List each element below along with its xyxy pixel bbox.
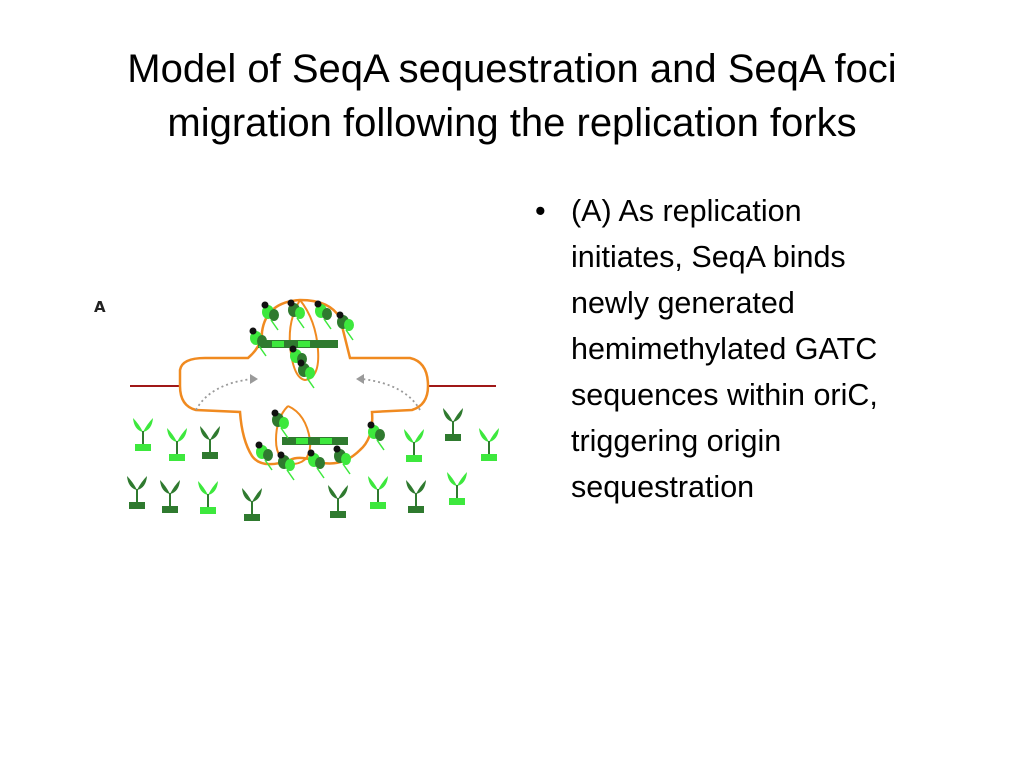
seqa-molecule-icon (479, 428, 499, 461)
seqa-molecule-icon (404, 429, 424, 462)
seqa-molecule-icon (328, 485, 348, 518)
seqa-bound-icon (368, 422, 386, 451)
seqa-molecule-icon (443, 408, 463, 441)
seqa-bound-icon (278, 452, 296, 481)
seqa-bound-icon (334, 446, 352, 475)
fork-arrow-left-head (250, 374, 258, 384)
bullet-list: (A) As replication initiates, SeqA binds… (535, 188, 975, 510)
seqa-replication-diagram (88, 280, 508, 550)
seqa-molecule-icon (406, 480, 426, 513)
slide-title: Model of SeqA sequestration and SeqA foc… (40, 42, 984, 150)
bullet-line: hemimethylated GATC (571, 326, 975, 372)
seqa-bound-icon (315, 301, 333, 330)
oric-bar-top (258, 340, 338, 348)
oric-bar-bottom (282, 437, 348, 445)
bullet-line: sequences within oriC, (571, 372, 975, 418)
seqa-molecule-icon (133, 418, 153, 451)
bullet-line: initiates, SeqA binds (571, 234, 975, 280)
seqa-molecule-icon (167, 428, 187, 461)
seqa-molecule-icon (198, 481, 218, 514)
seqa-molecule-icon (200, 426, 220, 459)
seqa-bound-icon (250, 328, 268, 357)
seqa-bound-icon (272, 410, 290, 439)
fork-arrow-left (196, 379, 252, 410)
seqa-bound-icon (298, 360, 316, 389)
seqa-molecule-icon (368, 476, 388, 509)
seqa-molecule-icon (242, 488, 262, 521)
title-line-2: migration following the replication fork… (40, 96, 984, 150)
fork-arrow-right (362, 379, 420, 410)
seqa-bound-cluster (250, 300, 386, 481)
bullet-line: triggering origin (571, 418, 975, 464)
seqa-molecule-icon (160, 480, 180, 513)
seqa-bound-icon (256, 442, 274, 471)
fork-arrow-right-head (356, 374, 364, 384)
title-line-1: Model of SeqA sequestration and SeqA foc… (40, 42, 984, 96)
bullet-line: (A) As replication (571, 188, 975, 234)
seqa-bound-icon (308, 450, 326, 479)
seqa-molecule-icon (447, 472, 467, 505)
bullet-item: (A) As replication initiates, SeqA binds… (535, 188, 975, 510)
bullet-line: sequestration (571, 464, 975, 510)
bullet-line: newly generated (571, 280, 975, 326)
seqa-molecule-icon (127, 476, 147, 509)
